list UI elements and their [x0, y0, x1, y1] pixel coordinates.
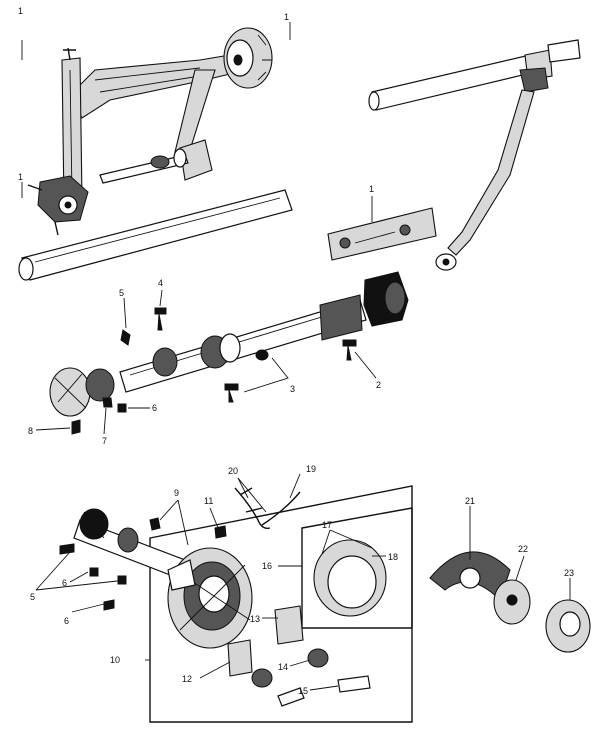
callout-9: 9 — [174, 488, 179, 498]
callout-2: 2 — [376, 380, 381, 390]
callout-23: 23 — [564, 568, 574, 578]
leader-lines — [21, 22, 571, 691]
callout-3: 3 — [290, 384, 295, 394]
callout-16: 16 — [262, 561, 272, 571]
machine-head-frame — [27, 27, 273, 236]
crank-shaft-assembly — [368, 39, 581, 271]
callout-20: 20 — [228, 466, 238, 476]
callout-1: 1 — [18, 172, 23, 182]
callout-1: 1 — [284, 12, 289, 22]
callout-18: 18 — [388, 552, 398, 562]
callout-17: 17 — [322, 520, 332, 530]
callout-5: 5 — [119, 288, 124, 298]
hook-assembly-enclosure — [149, 485, 413, 723]
callout-22: 22 — [518, 544, 528, 554]
callout-1: 1 — [369, 184, 374, 194]
callout-6: 6 — [152, 403, 157, 413]
callout-12: 12 — [182, 674, 192, 684]
lower-shaft — [59, 508, 227, 611]
bobbin-case-parts — [429, 551, 591, 653]
hook-shaft-assembly — [49, 271, 409, 435]
callout-1: 1 — [18, 6, 23, 16]
callout-14: 14 — [278, 662, 288, 672]
callout-11: 11 — [204, 496, 213, 506]
callout-15: 15 — [298, 686, 308, 696]
rotary-hook — [167, 487, 371, 707]
callout-7: 7 — [102, 436, 107, 446]
callout-10: 10 — [110, 655, 120, 665]
bracket-plate — [327, 196, 437, 261]
callout-19: 19 — [306, 464, 316, 474]
callout-6: 6 — [62, 578, 67, 588]
callout-6: 6 — [64, 616, 69, 626]
bed-shaft-cylinder — [18, 189, 293, 281]
callout-8: 8 — [28, 426, 33, 436]
callout-5: 5 — [30, 592, 35, 602]
callout-labels: 1 1 1 1 2 3 4 5 6 7 8 5 6 6 9 10 11 12 1… — [18, 6, 574, 696]
callout-13: 13 — [250, 614, 260, 624]
callout-21: 21 — [465, 496, 475, 506]
callout-4: 4 — [158, 278, 163, 288]
